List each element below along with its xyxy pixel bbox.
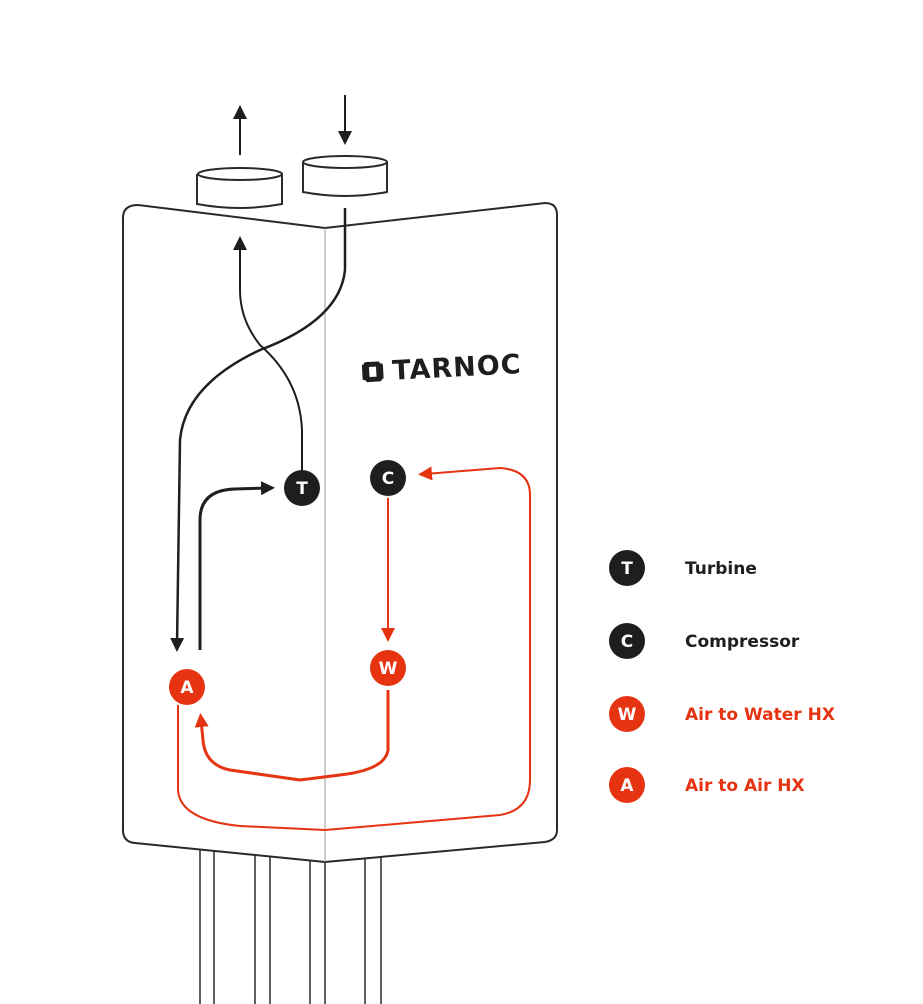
inlet-pipe bbox=[302, 155, 388, 197]
support-legs bbox=[199, 848, 382, 1004]
svg-text:A: A bbox=[180, 678, 194, 698]
svg-text:TARNOC: TARNOC bbox=[391, 349, 522, 387]
flow-air-hx-to-turbine bbox=[198, 481, 275, 650]
tarnoc-logo: TARNOC bbox=[361, 349, 522, 387]
svg-text:W: W bbox=[618, 705, 637, 725]
unit-housing bbox=[122, 201, 558, 864]
node-compressor: C bbox=[370, 460, 406, 496]
legend-item-air-to-water-hx: W Air to Water HX bbox=[609, 696, 835, 732]
node-air-to-air-hx: A bbox=[169, 669, 205, 705]
node-turbine: T bbox=[284, 470, 320, 506]
svg-text:W: W bbox=[379, 659, 398, 679]
legend-item-air-to-air-hx: A Air to Air HX bbox=[609, 767, 805, 803]
flow-intake-to-air-hx bbox=[170, 208, 347, 652]
node-air-to-water-hx: W bbox=[370, 650, 406, 686]
svg-text:Turbine: Turbine bbox=[685, 559, 757, 579]
legend-item-compressor: C Compressor bbox=[609, 623, 800, 659]
svg-text:C: C bbox=[621, 632, 633, 652]
svg-text:C: C bbox=[382, 469, 394, 489]
outlet-pipe bbox=[196, 167, 283, 209]
svg-text:A: A bbox=[620, 776, 634, 796]
svg-text:Air to Water HX: Air to Water HX bbox=[685, 705, 835, 725]
svg-text:T: T bbox=[621, 559, 633, 579]
logo-mark-icon bbox=[361, 361, 384, 383]
legend-item-turbine: T Turbine bbox=[609, 550, 757, 586]
svg-text:T: T bbox=[296, 479, 308, 499]
svg-text:Compressor: Compressor bbox=[685, 632, 800, 652]
flow-air-hx-to-compressor bbox=[177, 466, 531, 832]
svg-text:Air to Air HX: Air to Air HX bbox=[685, 776, 805, 796]
flow-water-hx-to-air-hx bbox=[194, 690, 390, 782]
